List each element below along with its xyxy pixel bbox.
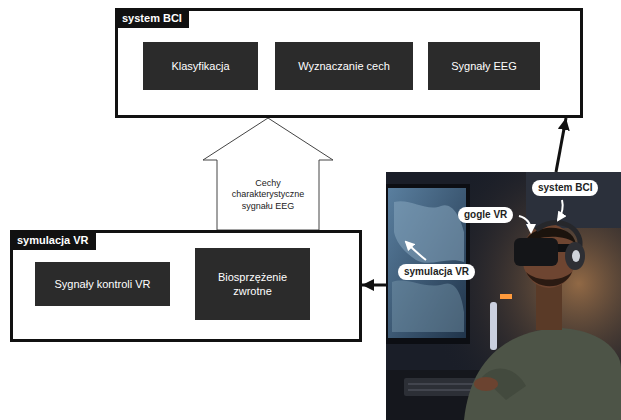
callout-label: gogle VR (458, 207, 513, 223)
process-box: Klasyfikacja (143, 42, 258, 90)
callout-arrow (406, 242, 426, 260)
back-monitor (526, 172, 621, 228)
hand (474, 377, 498, 391)
box-label: Klasyfikacja (171, 59, 229, 73)
vr-goggles (514, 238, 558, 266)
group-box: system BCI Klasyfikacja Wyznaczanie cech Sy… (115, 8, 583, 118)
light-stick (490, 302, 497, 350)
map-shape (394, 201, 464, 263)
group-title: system BCI (118, 11, 189, 28)
photo-background (386, 172, 621, 420)
neck (536, 284, 562, 330)
box-label: Sygnały kontroli VR (55, 277, 151, 291)
group-title: symulacja VR (13, 233, 96, 250)
monitor-screen (388, 188, 466, 338)
headphone-cap (572, 250, 580, 262)
callout-arrow (558, 200, 563, 220)
block-arrow (203, 118, 333, 230)
arrow-label: Cechy charakterystyczne sygnału EEG (223, 178, 313, 212)
arrow-connector (362, 284, 386, 287)
process-box: Sygnały kontroli VR (35, 262, 170, 306)
orange-light (500, 294, 512, 299)
callout-label: system BCI (532, 180, 598, 196)
arrow-connector (556, 118, 566, 172)
callout-arrow (519, 216, 531, 232)
callout-label: symulacja VR (398, 264, 475, 280)
group-box: symulacja VR Sygnały kontroli VR Biosprzęż… (10, 230, 362, 342)
box-label: Wyznaczanie cech (298, 59, 390, 73)
box-label: Sygnały EEG (451, 59, 516, 73)
process-box: Wyznaczanie cech (275, 42, 413, 90)
process-box: Sygnały EEG (428, 42, 540, 90)
map-shape (392, 280, 464, 332)
process-box: Biosprzężenie zwrotne (195, 248, 310, 320)
box-label: Biosprzężenie zwrotne (203, 270, 302, 299)
photo-panel: system BCI gogle VR symulacja VR (386, 172, 621, 420)
headphone-cup (565, 242, 585, 270)
warm-glow (386, 172, 621, 420)
torso (464, 328, 621, 420)
beard (526, 272, 572, 286)
